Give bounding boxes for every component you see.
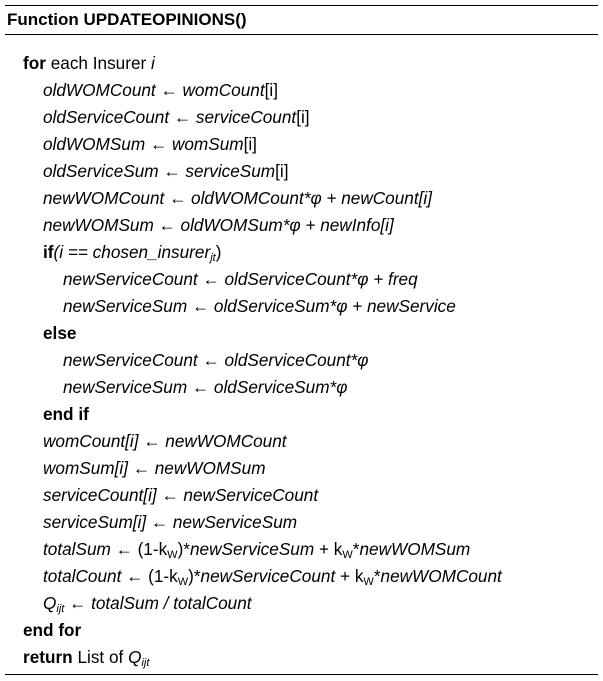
assign-old-wom-count: oldWOMCount ← womCount[i] bbox=[0, 77, 603, 104]
return-line: return List of Qijt bbox=[0, 644, 603, 671]
var-new-service-sum: newServiceSum bbox=[189, 539, 315, 559]
formula-part: + k bbox=[314, 539, 343, 559]
index: [i] bbox=[275, 161, 289, 181]
assign-new-wom-count: newWOMCount ← oldWOMCount*φ + newCount[i… bbox=[43, 188, 433, 208]
assign-total-sum: totalSum ← (1-kW)*newServiceSum + kW*new… bbox=[0, 536, 603, 563]
var-new-service-count: newServiceCount bbox=[200, 566, 336, 586]
formula-part: )* bbox=[177, 539, 190, 559]
var-service-count: serviceCount bbox=[195, 107, 297, 127]
assign-old-service-sum: oldServiceSum ← serviceSum[i] bbox=[0, 158, 603, 185]
bottom-rule bbox=[5, 674, 598, 675]
formula-part: * bbox=[352, 539, 360, 559]
assign-old-service-count: oldServiceCount ← serviceCount[i] bbox=[0, 104, 603, 131]
subscript-w: W bbox=[342, 549, 353, 561]
assign-q: Qijt ← totalSum / totalCount bbox=[0, 590, 603, 617]
assign-new-service-sum-else: newServiceSum ← oldServiceSum*φ bbox=[63, 377, 348, 397]
assign-total-count: totalCount ← (1-kW)*newServiceCount + kW… bbox=[0, 563, 603, 590]
assign-old-wom-sum: oldWOMSum ← womSum[i] bbox=[0, 131, 603, 158]
q-formula: ← totalSum / totalCount bbox=[64, 593, 252, 613]
if-line: if(i == chosen_insurerjt) bbox=[0, 239, 603, 266]
subscript-w: W bbox=[363, 576, 374, 588]
if-close-paren: ) bbox=[215, 242, 222, 262]
var-q: Q bbox=[43, 593, 57, 613]
formula-part: ← (1-k bbox=[110, 539, 168, 559]
loop-variable: i bbox=[151, 53, 155, 73]
var-total-sum: totalSum bbox=[43, 539, 111, 559]
formula-part: * bbox=[373, 566, 381, 586]
if-condition: (i == chosen_insurer bbox=[53, 242, 211, 262]
assign-new-wom-sum: newWOMSum ← oldWOMSum*φ + newInfo[i] bbox=[43, 215, 394, 235]
formula-part: )* bbox=[188, 566, 201, 586]
subscript-ijt: ijt bbox=[141, 657, 150, 669]
index: [i] bbox=[243, 134, 257, 154]
var-old-service-sum: oldServiceSum bbox=[43, 161, 159, 181]
arrow: ← bbox=[169, 107, 196, 127]
formula-part: ← (1-k bbox=[121, 566, 178, 586]
function-title: Function UPDATEOPINIONS() bbox=[7, 10, 247, 29]
keyword-return: return bbox=[23, 647, 73, 667]
keyword-else: else bbox=[43, 323, 77, 343]
subscript-w: W bbox=[167, 549, 178, 561]
keyword-end-if: end if bbox=[43, 404, 89, 424]
assign-new-service-count-if: newServiceCount ← oldServiceCount*φ + fr… bbox=[63, 269, 418, 289]
index: [i] bbox=[296, 107, 310, 127]
for-text: each Insurer bbox=[45, 53, 152, 73]
title-underline-rule bbox=[5, 34, 598, 35]
keyword-for: for bbox=[23, 53, 46, 73]
assign-new-service-count-else: newServiceCount ← oldServiceCount*φ bbox=[63, 350, 369, 370]
subscript-ijt: ijt bbox=[56, 603, 65, 615]
var-old-service-count: oldServiceCount bbox=[43, 107, 170, 127]
var-old-wom-sum: oldWOMSum bbox=[43, 134, 146, 154]
return-var-q: Q bbox=[128, 647, 142, 667]
for-loop-line: for each Insurer i bbox=[0, 50, 603, 77]
arrow: ← bbox=[158, 161, 186, 181]
assign-wom-count: womCount[i] ← newWOMCount bbox=[43, 431, 287, 451]
top-rule bbox=[5, 5, 598, 6]
assign-service-sum: serviceSum[i] ← newServiceSum bbox=[43, 512, 298, 532]
var-old-wom-count: oldWOMCount bbox=[43, 80, 156, 100]
arrow: ← bbox=[145, 134, 172, 154]
keyword-if: if bbox=[43, 242, 54, 262]
index: [i] bbox=[264, 80, 278, 100]
return-text: List of bbox=[72, 647, 129, 667]
subscript-w: W bbox=[177, 576, 189, 588]
pseudocode-block: for each Insurer i oldWOMCount ← womCoun… bbox=[0, 50, 603, 671]
var-new-wom-sum: newWOMSum bbox=[359, 539, 471, 559]
assign-wom-sum: womSum[i] ← newWOMSum bbox=[43, 458, 266, 478]
var-wom-sum: womSum bbox=[171, 134, 244, 154]
assign-new-service-sum-if: newServiceSum ← oldServiceSum*φ + newSer… bbox=[63, 296, 456, 316]
subscript-jt: jt bbox=[210, 252, 216, 264]
var-service-sum: serviceSum bbox=[185, 161, 276, 181]
formula-part: + k bbox=[335, 566, 364, 586]
assign-service-count: serviceCount[i] ← newServiceCount bbox=[43, 485, 319, 505]
var-total-count: totalCount bbox=[43, 566, 122, 586]
keyword-end-for: end for bbox=[23, 620, 82, 640]
arrow: ← bbox=[155, 80, 183, 100]
var-wom-count: womCount bbox=[182, 80, 265, 100]
var-new-wom-count: newWOMCount bbox=[380, 566, 502, 586]
